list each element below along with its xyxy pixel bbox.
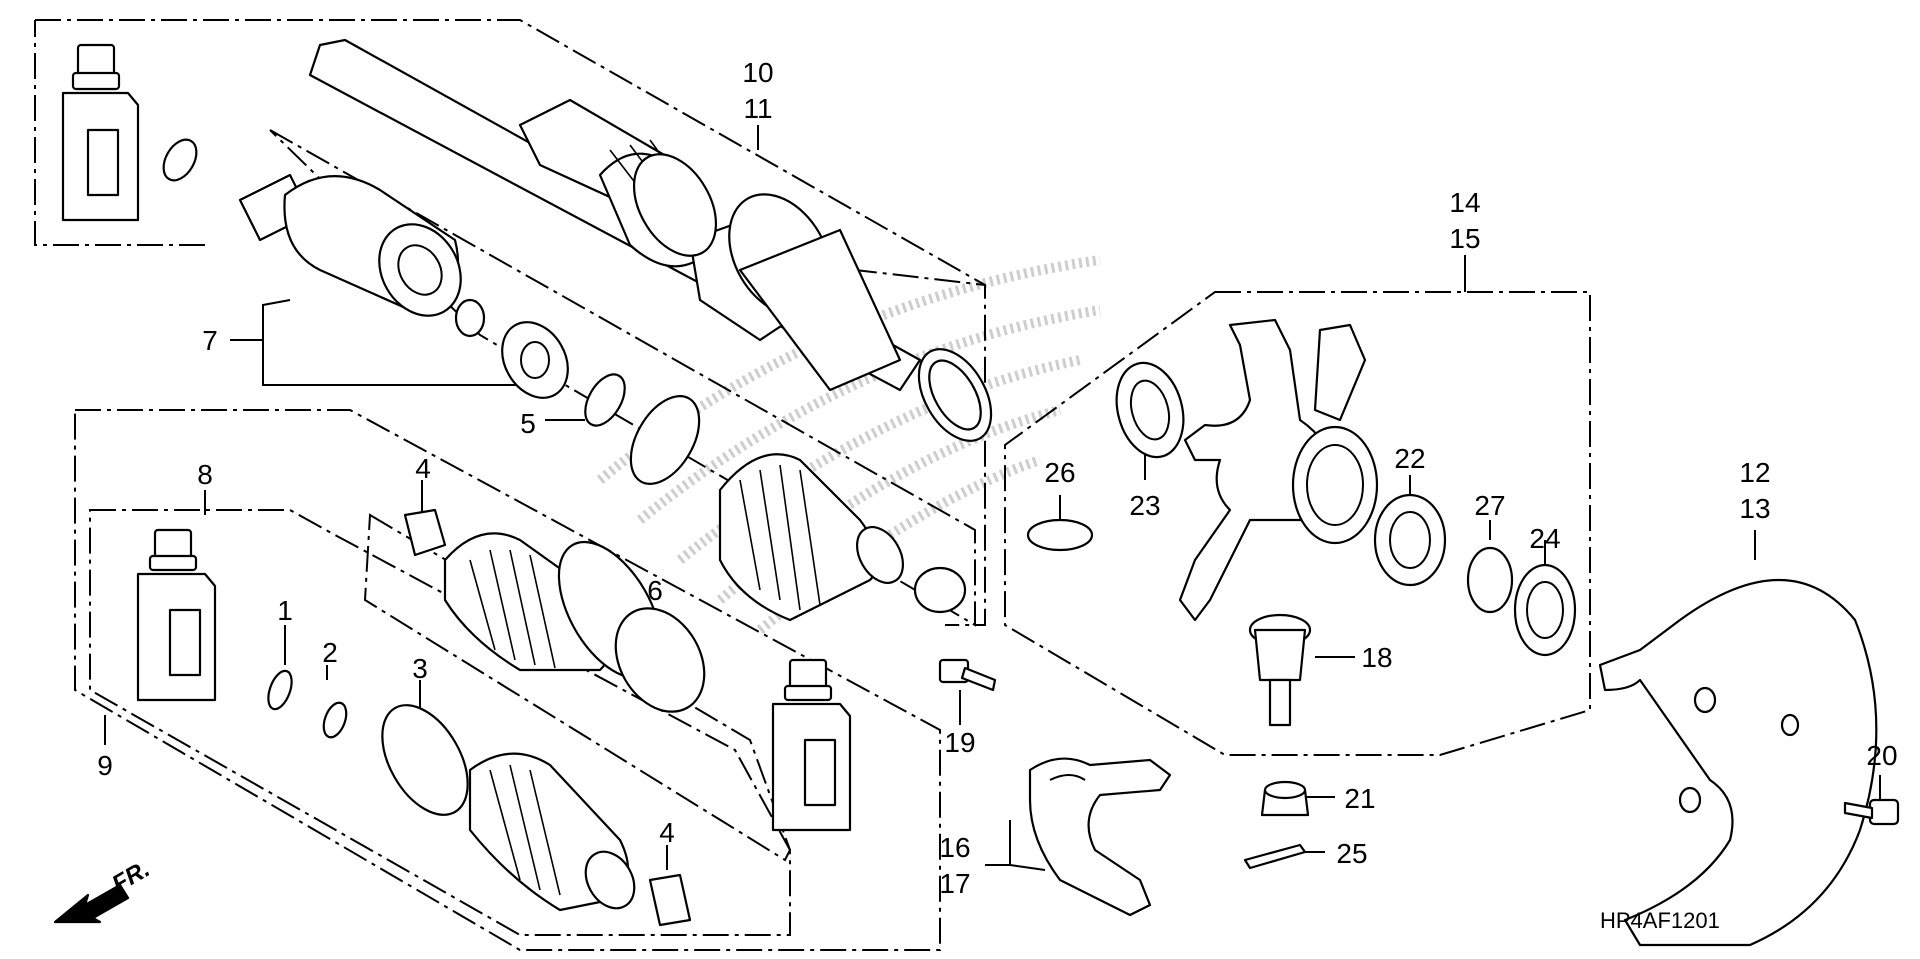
callout-1: 1 — [277, 595, 293, 626]
circlip-27-part — [1466, 546, 1514, 614]
grease-bottle-icon — [61, 43, 140, 222]
callout-5: 5 — [520, 408, 536, 439]
callout-11: 11 — [743, 93, 772, 124]
callout-23: 23 — [1129, 490, 1160, 521]
group-outline-box-10 — [349, 79, 986, 286]
disc-guard-part — [1598, 579, 1878, 947]
seal-24-part — [1513, 563, 1577, 657]
bolt-20-part — [1843, 798, 1900, 826]
ball-joint-part — [1248, 613, 1312, 727]
grease-bottle-icon — [136, 528, 217, 702]
callout-22: 22 — [1394, 443, 1425, 474]
steering-knuckle-part — [1115, 318, 1379, 622]
callout-2: 2 — [322, 637, 338, 668]
group-outline-9 — [74, 409, 941, 951]
callout-3: 3 — [412, 653, 428, 684]
callout-9: 9 — [97, 750, 113, 781]
callout-10: 10 — [742, 57, 773, 88]
callout-4b: 4 — [659, 817, 675, 848]
diagram-code: HP4AF1201 — [1600, 908, 1720, 933]
bolt-19-part — [938, 658, 997, 692]
direction-arrow-icon: FR. — [53, 855, 154, 924]
stop-ring-part — [322, 701, 348, 739]
callout-24: 24 — [1529, 523, 1560, 554]
callout-7: 7 — [202, 325, 218, 356]
lower-boot-group-part — [381, 508, 706, 927]
driveshaft-assembly-part — [308, 38, 993, 442]
callout-12: 12 — [1739, 457, 1770, 488]
circlip-part — [267, 669, 293, 711]
grease-bottle-icon — [771, 658, 852, 832]
callout-20: 20 — [1866, 740, 1897, 771]
callout-6: 6 — [647, 575, 663, 606]
callout-21: 21 — [1344, 783, 1375, 814]
callout-27: 27 — [1474, 490, 1505, 521]
boot-clamp-group-part — [629, 395, 967, 622]
cotter-pin-part — [1243, 843, 1307, 870]
callout-4a: 4 — [415, 453, 431, 484]
inner-cv-joint-part — [238, 173, 626, 427]
callout-17: 17 — [939, 868, 970, 899]
callout-18: 18 — [1361, 642, 1392, 673]
callout-15: 15 — [1449, 223, 1480, 254]
callout-8: 8 — [197, 459, 213, 490]
callout-labels: 1 2 3 4 4 5 6 7 8 9 10 11 12 13 14 15 16… — [97, 57, 1897, 899]
group-outline-14-15 — [1004, 291, 1591, 756]
castle-nut-part — [1260, 780, 1310, 817]
callout-13: 13 — [1739, 493, 1770, 524]
snap-ring-part — [162, 138, 198, 182]
callout-19: 19 — [944, 727, 975, 758]
callout-26: 26 — [1044, 457, 1075, 488]
snap-ring-26-part — [1026, 518, 1094, 552]
knuckle-guard-part — [1028, 757, 1172, 917]
callout-14: 14 — [1449, 187, 1480, 218]
callout-16: 16 — [939, 832, 970, 863]
callout-25: 25 — [1336, 838, 1367, 869]
bearing-part — [1373, 493, 1447, 587]
